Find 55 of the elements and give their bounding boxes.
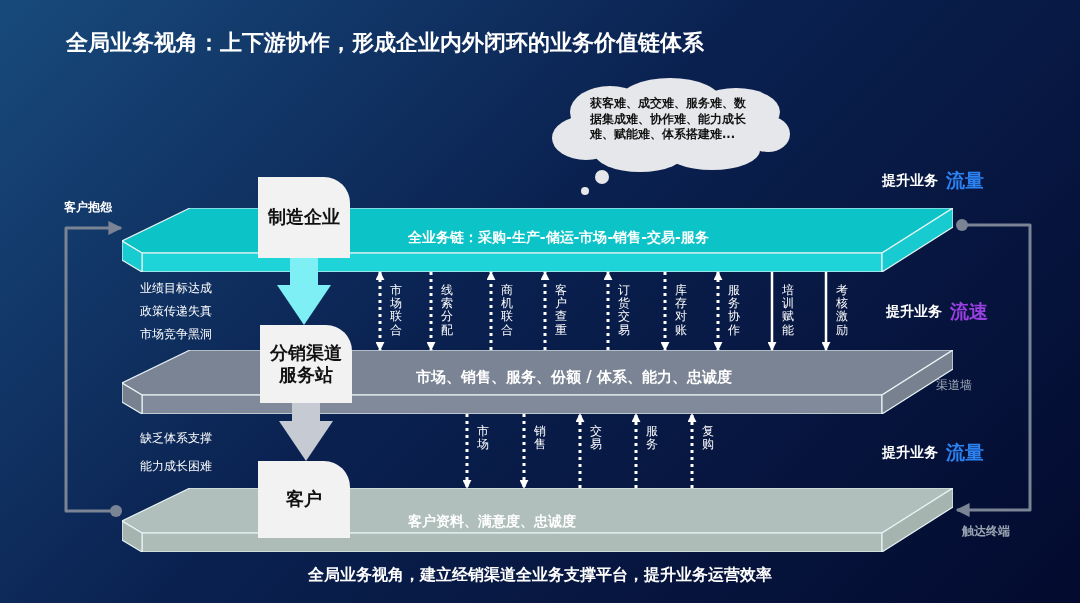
edge-label: 培训赋能 [782,284,794,337]
flow-arrow [767,272,777,351]
edge-label: 商机联合 [501,284,513,337]
edge-label: 考核激励 [836,284,848,337]
edge-label: 触达终端 [962,523,1010,540]
caption: 全局业务视角，建立经销渠道全业务支撑平台，提升业务运营效率 [307,565,773,586]
flow-arrow [426,272,436,351]
platform-label: 客户资料、满意度、忠诚度 [408,513,576,531]
edge-label: 服务协作 [728,284,740,337]
tier-card: 分销渠道服务站 [260,325,352,403]
edge-label: 市场 [477,425,489,452]
annotation-text: 流速 [950,299,988,324]
edge-label: 市场联合 [390,284,402,337]
annotation-text: 提升业务 [886,303,942,321]
flow-arrow [462,414,472,489]
flow-arrow [660,272,670,351]
edge-label: 订货交易 [618,284,630,337]
annotation-text: 提升业务 [882,444,938,462]
annotation-text: 流量 [946,440,984,465]
cloud-text: 获客难、成交难、服务难、数据集成难、协作难、能力成长难、赋能难、体系搭建难... [590,96,747,143]
feedback-loop-arrow [955,219,1032,517]
flow-arrow [713,271,723,351]
edge-label: 复购 [702,425,714,452]
feedback-loop-arrow [64,221,123,517]
block-arrow [277,258,331,325]
flow-arrow [375,271,385,351]
edge-label: 线索分配 [441,284,453,337]
edge-label: 库存对账 [675,284,687,337]
block-arrow [279,403,333,461]
annotation-text: 提升业务 [882,172,938,190]
annotation-text: 市场竞争黑洞 [140,326,212,343]
annotation-text: 政策传递失真 [140,303,212,320]
title: 全局业务视角：上下游协作，形成企业内外闭环的业务价值链体系 [66,29,704,57]
flow-arrow [603,271,613,350]
tier-card: 制造企业 [258,177,350,258]
annotation-text: 流量 [946,168,984,193]
platform-label: 全业务链：采购-生产-储运-市场-销售-交易-服务 [408,229,709,247]
flow-arrow [687,413,697,488]
tier-card: 客户 [258,461,350,538]
flow-arrow [486,271,496,350]
edge-label: 交易 [590,425,602,452]
annotation-text: 能力成长困难 [140,458,212,475]
flow-arrow [540,271,550,350]
edge-label: 客户查重 [555,284,567,337]
edge-label: 服务 [646,425,658,452]
annotation-text: 业绩目标达成 [140,280,212,297]
flow-arrow [631,413,641,488]
flow-arrow [519,414,529,489]
flow-arrow [575,413,585,488]
edge-label: 销售 [534,425,546,452]
platform-label: 市场、销售、服务、份额 / 体系、能力、忠诚度 [416,368,732,387]
annotation-text: 渠道墙 [936,377,972,394]
flow-arrow [821,272,831,351]
edge-label: 客户抱怨 [64,199,112,216]
annotation-text: 缺乏体系支撑 [140,430,212,447]
